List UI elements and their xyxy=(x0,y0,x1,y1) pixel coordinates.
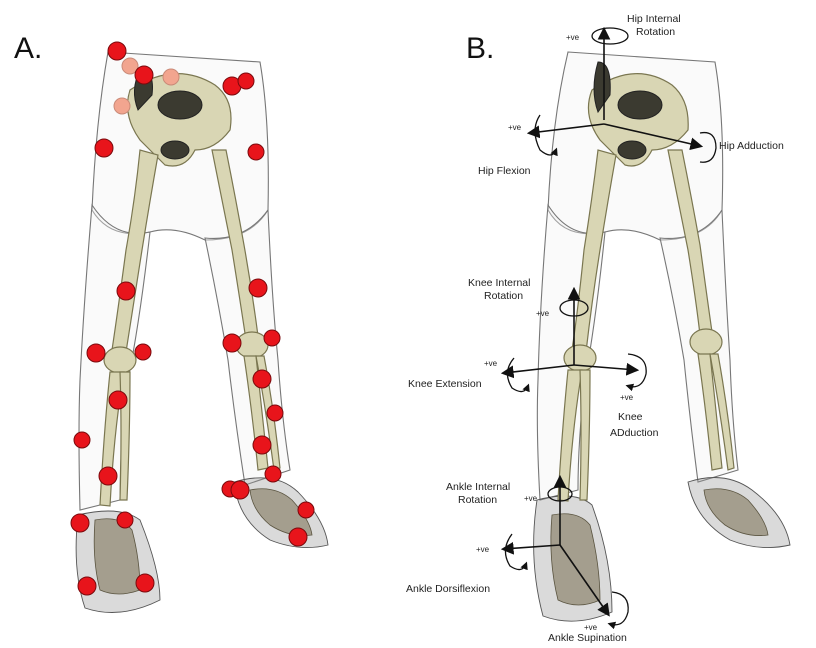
marker xyxy=(231,481,249,499)
marker xyxy=(71,514,89,532)
marker xyxy=(249,279,267,297)
marker xyxy=(95,139,113,157)
panel-a: A. xyxy=(14,32,328,613)
marker xyxy=(253,436,271,454)
knee-adduction-label-line2: ADduction xyxy=(610,427,659,439)
positive-label: +ve xyxy=(536,309,550,318)
knee-adduction-label-line1: Knee xyxy=(618,411,643,423)
marker xyxy=(163,69,179,85)
marker xyxy=(117,282,135,300)
marker xyxy=(264,330,280,346)
marker xyxy=(289,528,307,546)
marker xyxy=(109,391,127,409)
marker xyxy=(108,42,126,60)
positive-label: +ve xyxy=(620,393,634,402)
marker xyxy=(135,344,151,360)
marker xyxy=(99,467,117,485)
hip-adduction-label: Hip Adduction xyxy=(719,140,784,152)
panel-b-letter: B. xyxy=(466,32,494,65)
panel-b: B. xyxy=(406,13,790,644)
marker xyxy=(265,466,281,482)
knee-internal-rotation-label-line1: Knee Internal xyxy=(468,277,530,289)
positive-label: +ve xyxy=(524,494,538,503)
marker xyxy=(223,334,241,352)
marker xyxy=(298,502,314,518)
marker xyxy=(114,98,130,114)
marker xyxy=(135,66,153,84)
marker xyxy=(248,144,264,160)
positive-label: +ve xyxy=(584,623,598,632)
knee-extension-label: Knee Extension xyxy=(408,378,482,390)
ankle-internal-rotation-label-line2: Rotation xyxy=(458,494,497,506)
marker xyxy=(136,574,154,592)
hip-internal-rotation-label-line2: Rotation xyxy=(636,26,675,38)
marker xyxy=(87,344,105,362)
marker xyxy=(78,577,96,595)
marker xyxy=(267,405,283,421)
marker xyxy=(74,432,90,448)
marker xyxy=(117,512,133,528)
positive-label: +ve xyxy=(476,545,490,554)
marker xyxy=(238,73,254,89)
ankle-supination-label: Ankle Supination xyxy=(548,632,627,644)
positive-label: +ve xyxy=(508,123,522,132)
positive-label: +ve xyxy=(566,33,580,42)
hip-internal-rotation-label-line1: Hip Internal xyxy=(627,13,681,25)
ankle-dorsiflexion-label: Ankle Dorsiflexion xyxy=(406,583,490,595)
knee-internal-rotation-label-line2: Rotation xyxy=(484,290,523,302)
positive-label: +ve xyxy=(484,359,498,368)
ankle-internal-rotation-label-line1: Ankle Internal xyxy=(446,481,510,493)
panel-a-letter: A. xyxy=(14,32,42,65)
marker xyxy=(253,370,271,388)
hip-flexion-label: Hip Flexion xyxy=(478,165,531,177)
